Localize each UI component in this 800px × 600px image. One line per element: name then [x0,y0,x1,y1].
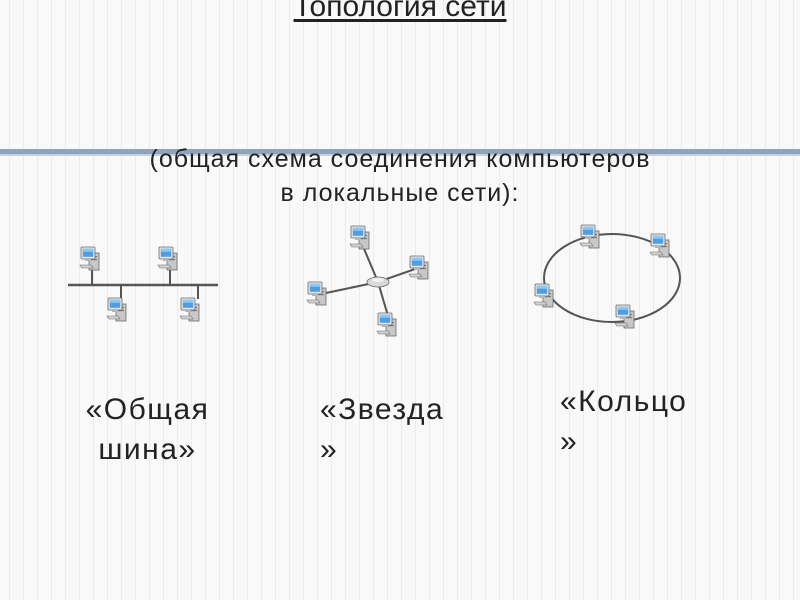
label-star-line-2: » [320,433,339,466]
label-bus-line-2: шина» [98,433,197,466]
star-link-1 [361,243,379,283]
label-star: «Звезда » [320,390,490,470]
star-link-4 [377,281,389,317]
computer-icon [79,246,100,271]
label-star-line-1: «Звезда [320,393,445,426]
computer-icon [157,246,178,271]
computer-icon [349,225,370,250]
slide-subtitle: (общая схема соединения компьютеров в ло… [40,142,760,210]
label-bus-line-1: «Общая [85,393,210,426]
bus-topology [68,246,218,322]
ring-cable [543,233,681,323]
accent-bar-highlight [0,154,800,156]
computer-icon [649,233,670,258]
computer-icon [376,312,397,337]
hub-icon [366,276,390,288]
computer-icon [306,281,327,306]
subtitle-line-1: (общая схема соединения компьютеров [149,145,651,173]
star-topology [306,225,429,337]
computer-icon [614,304,635,329]
computer-icon [408,255,429,280]
label-ring-line-1: «Кольцо [560,385,688,418]
label-ring-line-2: » [560,425,579,458]
ring-topology [533,224,681,329]
topology-diagrams [68,224,681,337]
computer-icon [179,297,200,322]
label-bus: «Общая шина» [60,390,235,470]
label-ring: «Кольцо » [560,382,740,462]
computer-icon [106,297,127,322]
accent-bar [0,149,800,154]
slide-title: Топология сети [293,0,507,23]
subtitle-line-2: в локальные сети): [280,179,520,207]
computer-icon [533,283,554,308]
computer-icon [579,224,600,249]
